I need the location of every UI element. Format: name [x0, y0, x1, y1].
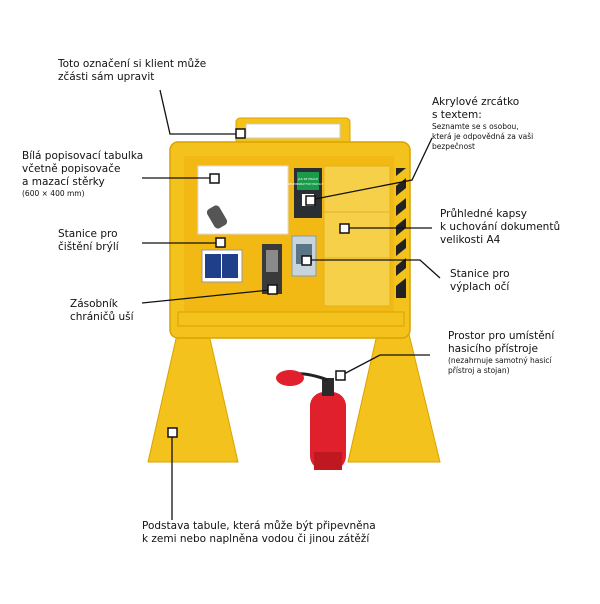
- extinguisher-valve: [322, 378, 334, 396]
- label-glasses: Stanice pro čištění brýlí: [58, 228, 119, 254]
- marker-square: [339, 223, 350, 234]
- label-line: hasicího přístroje: [448, 343, 538, 355]
- label-ear: Zásobník chráničů uší: [70, 298, 134, 324]
- fire-extinguisher: [276, 370, 346, 470]
- marker-square: [301, 255, 312, 266]
- callout-lines: [141, 89, 441, 520]
- label-line: včetně popisovače: [22, 163, 121, 175]
- label-line: velikosti A4: [440, 234, 501, 246]
- label-base: Podstava tabule, která může být připevně…: [142, 520, 376, 546]
- label-line: Stanice pro: [450, 268, 510, 280]
- label-line: Toto označení si klient může: [58, 58, 207, 70]
- marker-clip: [206, 205, 228, 229]
- marker-square: [305, 195, 316, 206]
- label-line: výplach očí: [450, 281, 510, 293]
- label-whiteboard: Bílá popisovací tabulka včetně popisovač…: [22, 150, 143, 199]
- left-leg: [147, 329, 239, 463]
- label-line: Akrylové zrcátko: [432, 96, 520, 108]
- callout-markers: [167, 128, 350, 438]
- label-line: Stanice pro: [58, 228, 118, 240]
- extinguisher-base: [314, 452, 342, 470]
- mirror-sign: [297, 172, 319, 190]
- document-pockets: [323, 165, 391, 307]
- marker-square: [267, 284, 278, 295]
- marker-square: [167, 427, 178, 438]
- marker-square: [209, 173, 220, 184]
- label-line: s textem:: [432, 109, 482, 121]
- extinguisher-nozzle: [276, 370, 304, 386]
- label-mirror: Akrylové zrcátko s textem: Seznamte se s…: [432, 96, 533, 152]
- label-line: (nezahrnuje samotný hasicí: [448, 356, 552, 365]
- label-line: k zemi nebo naplněna vodou či jinou zátě…: [142, 533, 370, 545]
- glasses-box-left: [205, 254, 221, 278]
- label-line: k uchování dokumentů: [440, 221, 561, 233]
- label-line: Zásobník: [70, 298, 118, 310]
- mirror-sign-line1: JAK SE PRÁCE: [297, 176, 318, 181]
- top-sign: [245, 123, 341, 139]
- label-line: přístroj a stojan): [448, 366, 510, 375]
- label-eyewash: Stanice pro výplach očí: [450, 268, 510, 294]
- label-line: Seznamte se s osobou,: [432, 122, 519, 131]
- label-line: Průhledné kapsy: [440, 208, 527, 220]
- ear-dispenser-window: [266, 250, 278, 272]
- label-line: zčásti sám upravit: [58, 71, 155, 83]
- label-line: bezpečnost: [432, 142, 476, 151]
- marker-square: [235, 128, 246, 139]
- label-whiteboard-size: (600 × 400 mm): [22, 189, 85, 198]
- right-leg: [347, 329, 441, 463]
- label-line: čištění brýlí: [58, 241, 119, 253]
- label-pockets: Průhledné kapsy k uchování dokumentů vel…: [440, 208, 560, 247]
- label-line: Bílá popisovací tabulka: [22, 150, 144, 162]
- label-line: a mazací stěrky: [22, 176, 105, 188]
- hazard-stripe-yellow: [396, 168, 406, 286]
- label-line: chráničů uší: [70, 311, 134, 323]
- board-shelf: [177, 311, 405, 327]
- label-extinguisher: Prostor pro umístění hasicího přístroje …: [448, 330, 554, 376]
- extinguisher-body: [310, 392, 346, 470]
- mirror-sign-line2: RESPONSIBLE FOR YOUR SAFETY: [288, 183, 328, 186]
- label-top-sign: Toto označení si klient může zčásti sám …: [58, 58, 206, 84]
- marker-square: [335, 370, 346, 381]
- label-line: Prostor pro umístění: [448, 330, 555, 342]
- glasses-box-right: [222, 254, 238, 278]
- label-line: Podstava tabule, která může být připevně…: [142, 520, 376, 532]
- marker-square: [215, 237, 226, 248]
- label-line: která je odpovědná za vaši: [432, 132, 534, 141]
